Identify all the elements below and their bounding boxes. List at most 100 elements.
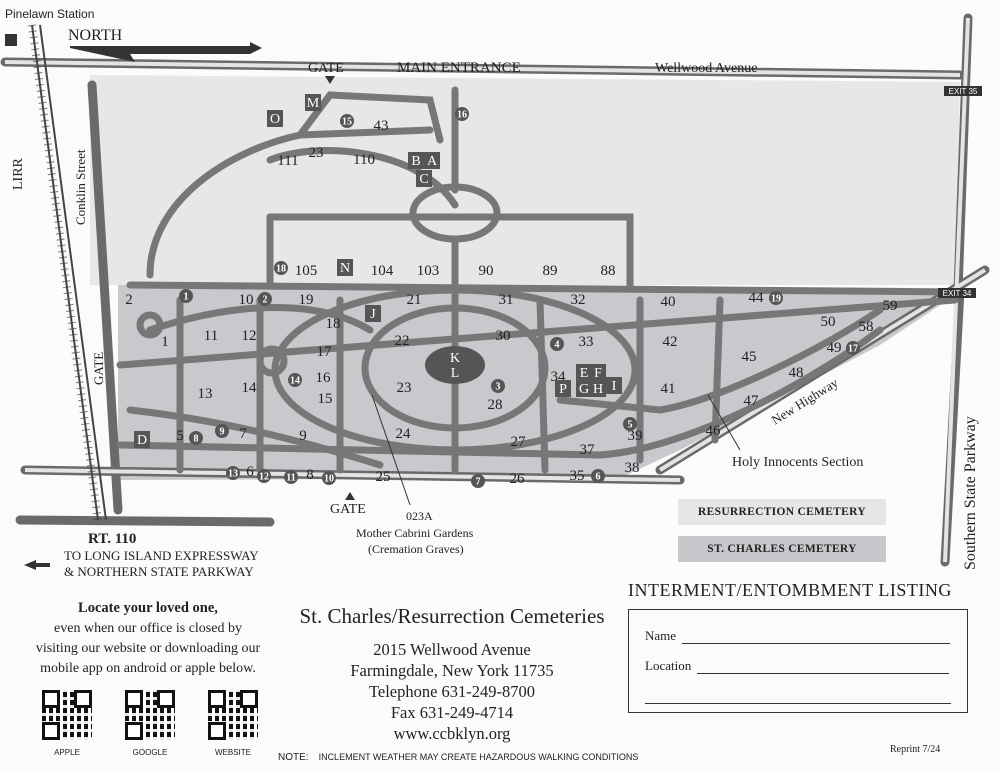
weather-note: NOTE:INCLEMENT WEATHER MAY CREATE HAZARD… bbox=[278, 752, 638, 763]
section-label-14: 14 bbox=[242, 380, 258, 396]
section-circle-18 bbox=[274, 261, 288, 275]
address-city: Farmingdale, New York 11735 bbox=[350, 661, 554, 680]
section-label-7: 7 bbox=[239, 426, 247, 442]
section-letter-I: I bbox=[612, 379, 617, 394]
fax: Fax 631-249-4714 bbox=[390, 703, 514, 722]
section-circle-12 bbox=[257, 469, 271, 483]
listing-heading: INTERMENT/ENTOMBMENT LISTING bbox=[628, 580, 952, 600]
section-circle-13 bbox=[226, 466, 240, 480]
section-circle-label-11: 11 bbox=[286, 473, 295, 484]
section-label-104: 104 bbox=[371, 263, 394, 279]
arrow-left-icon bbox=[24, 560, 50, 570]
section-label-24: 24 bbox=[396, 426, 412, 442]
section-label-35: 35 bbox=[570, 468, 585, 484]
section-label-110: 110 bbox=[353, 152, 375, 168]
section-label-11: 11 bbox=[204, 328, 218, 344]
qr-code-icon bbox=[42, 690, 92, 740]
qr-website[interactable]: WEBSITE bbox=[206, 690, 260, 757]
section-box-G bbox=[576, 380, 592, 397]
section-circle-17 bbox=[846, 341, 860, 355]
section-label-44: 44 bbox=[749, 290, 765, 306]
section-circle-11 bbox=[284, 470, 298, 484]
gate-marker-icon bbox=[325, 76, 335, 84]
section-label-2: 2 bbox=[125, 292, 133, 308]
section-label-22: 22 bbox=[395, 333, 410, 349]
section-kl-marker bbox=[425, 346, 485, 384]
north-label: NORTH bbox=[68, 27, 123, 44]
cemetery-paths bbox=[116, 86, 964, 474]
exit35-label: EXIT 35 bbox=[949, 87, 978, 96]
section-circle-15 bbox=[340, 114, 354, 128]
section-circle-label-7: 7 bbox=[476, 477, 481, 488]
section-circle-label-16: 16 bbox=[457, 110, 467, 121]
section-letter-N: N bbox=[340, 261, 350, 276]
section-circle-9 bbox=[215, 424, 229, 438]
qr-apple[interactable]: APPLE bbox=[40, 690, 94, 757]
section-label-38: 38 bbox=[625, 460, 640, 476]
lirr-label: LIRR bbox=[11, 157, 26, 190]
section-label-25: 25 bbox=[376, 469, 391, 485]
section-label-49: 49 bbox=[827, 340, 842, 356]
conklin-label: Conklin Street bbox=[73, 149, 88, 225]
section-box-B bbox=[408, 152, 424, 169]
section-circle-16 bbox=[455, 107, 469, 121]
gate-south-icon bbox=[345, 492, 355, 500]
section-circle-label-10: 10 bbox=[324, 474, 334, 485]
section-k-label: K bbox=[450, 351, 460, 366]
section-label-23: 23 bbox=[309, 145, 324, 161]
section-circle-label-12: 12 bbox=[259, 472, 269, 483]
section-box-D bbox=[134, 431, 150, 448]
qr-google[interactable]: GOOGLE bbox=[123, 690, 177, 757]
section-l-label: L bbox=[451, 366, 460, 381]
note-text: INCLEMENT WEATHER MAY CREATE HAZARDOUS W… bbox=[318, 752, 639, 762]
section-label-47: 47 bbox=[744, 393, 760, 409]
section-circle-label-19: 19 bbox=[771, 294, 781, 305]
section-label-6: 6 bbox=[246, 464, 254, 480]
gardens-code-label: 023A bbox=[406, 509, 433, 523]
section-box-N bbox=[337, 259, 353, 276]
listing-form: Name Location bbox=[628, 609, 968, 713]
section-label-50: 50 bbox=[821, 314, 836, 330]
section-label-16: 16 bbox=[316, 370, 332, 386]
section-label-43: 43 bbox=[374, 118, 389, 134]
name-field[interactable]: Name bbox=[645, 628, 951, 644]
section-label-12: 12 bbox=[242, 328, 257, 344]
qr-codes: APPLE GOOGLE WEBSITE bbox=[40, 690, 260, 757]
section-box-O bbox=[267, 110, 283, 127]
section-box-F bbox=[590, 364, 606, 381]
lirr-track bbox=[28, 24, 107, 521]
section-circle-6 bbox=[591, 469, 605, 483]
section-circle-label-15: 15 bbox=[342, 117, 352, 128]
legend-st-charles: ST. CHARLES CEMETERY bbox=[678, 536, 886, 562]
gate-south-label: GATE bbox=[330, 502, 366, 517]
location-field[interactable]: Location bbox=[645, 658, 950, 674]
section-circle-8 bbox=[189, 431, 203, 445]
locate-line1: even when our office is closed by bbox=[54, 621, 242, 636]
reprint-date: Reprint 7/24 bbox=[890, 744, 941, 755]
gate-west-label: GATE bbox=[91, 352, 106, 385]
extra-line[interactable] bbox=[645, 688, 951, 704]
section-label-40: 40 bbox=[661, 294, 676, 310]
main-entrance-label: MAIN ENTRANCE bbox=[397, 60, 521, 76]
section-circle-label-13: 13 bbox=[228, 469, 238, 480]
website-link[interactable]: www.ccbklyn.org bbox=[393, 724, 511, 743]
section-label-59: 59 bbox=[883, 298, 898, 314]
locate-heading: Locate your loved one, bbox=[78, 600, 218, 616]
section-label-18: 18 bbox=[326, 316, 341, 332]
section-letter-P: P bbox=[559, 382, 567, 397]
locate-line2: visiting our website or downloading our bbox=[35, 641, 261, 656]
gate-top-label: GATE bbox=[308, 61, 344, 76]
section-label-90: 90 bbox=[479, 263, 494, 279]
wellwood-label: Wellwood Avenue bbox=[655, 61, 757, 76]
section-label-41: 41 bbox=[661, 381, 676, 397]
qr-code-icon bbox=[208, 690, 258, 740]
section-box-E bbox=[576, 364, 592, 381]
section-box-H bbox=[590, 380, 606, 397]
legend-resurrection: RESURRECTION CEMETERY bbox=[678, 499, 886, 525]
section-letter-E: E bbox=[580, 366, 589, 381]
section-circle-label-2: 2 bbox=[263, 295, 268, 306]
section-label-45: 45 bbox=[742, 349, 757, 365]
